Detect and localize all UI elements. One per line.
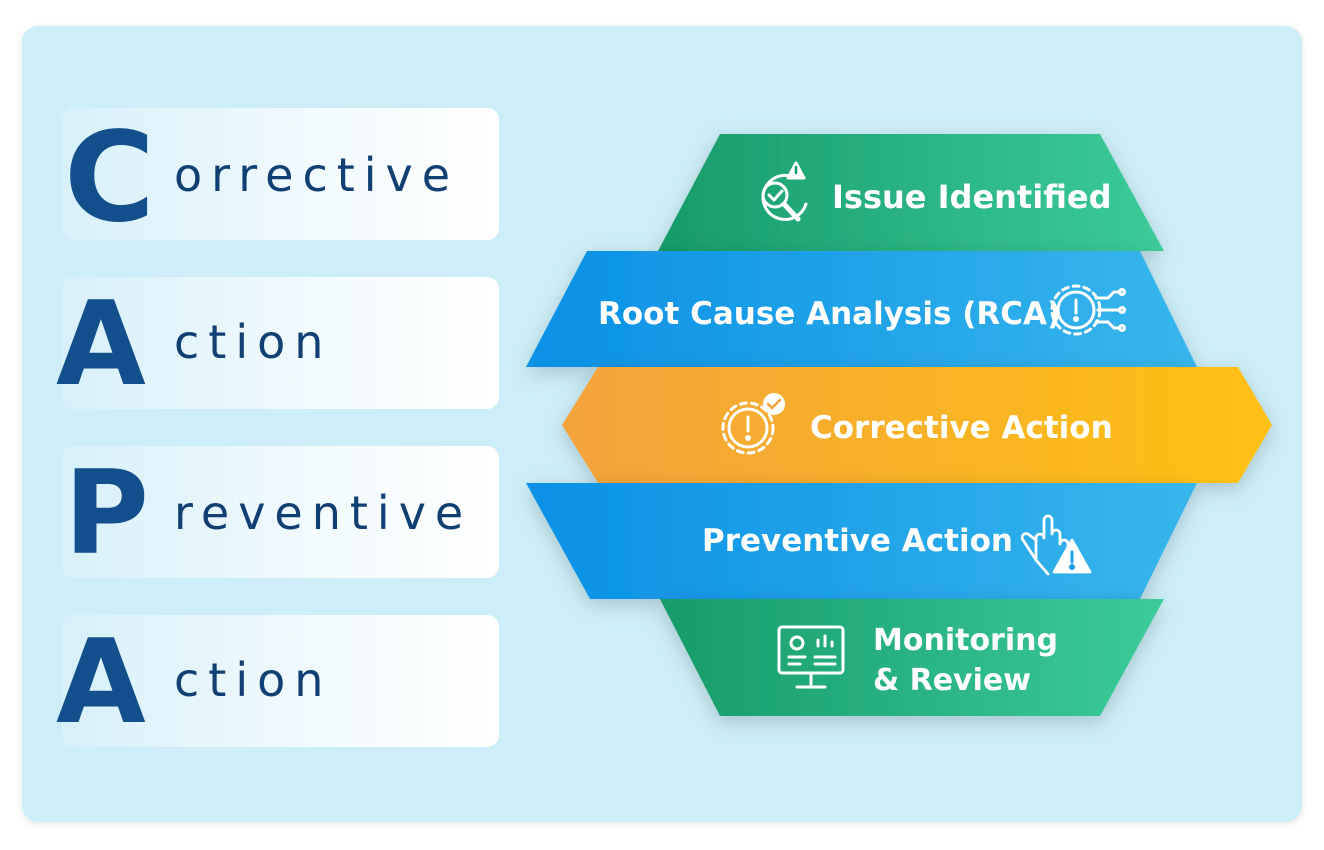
step-corrective-action-band	[562, 367, 1272, 483]
word-action-1: A ction	[56, 277, 499, 409]
step-root-cause-analysis-label: Root Cause Analysis (RCA)	[598, 296, 1061, 332]
step-root-cause-analysis: Root Cause Analysis (RCA)	[526, 251, 1197, 367]
step-corrective-action-label: Corrective Action	[810, 410, 1113, 446]
acronym-letter-a1: A	[56, 277, 146, 412]
step-preventive-action-label: Preventive Action	[702, 523, 1013, 559]
step-issue-identified-band	[658, 134, 1164, 251]
gear-circuit-alert-icon	[1050, 284, 1126, 336]
step-issue-identified-label: Issue Identified	[832, 178, 1112, 216]
step-monitoring-review: Monitoring & Review	[660, 599, 1164, 716]
stop-hand-warning-icon	[1020, 514, 1092, 576]
acronym-rest-corrective: orrective	[174, 148, 460, 202]
acronym-rest-action-2: ction	[174, 653, 333, 707]
step-issue-identified: Issue Identified	[658, 134, 1164, 251]
acronym-rest-action-1: ction	[174, 315, 333, 369]
acronym-rest-preventive: reventive	[174, 486, 473, 540]
step-corrective-action: Corrective Action	[562, 367, 1272, 483]
word-preventive: P reventive	[62, 446, 499, 578]
acronym-letter-c: C	[64, 106, 155, 250]
monitor-dashboard-icon	[777, 625, 845, 689]
step-preventive-action-band	[526, 483, 1197, 599]
gear-alert-check-icon	[721, 393, 785, 455]
step-monitoring-review-label-line2: & Review	[873, 663, 1031, 698]
step-monitoring-review-label-line1: Monitoring	[873, 623, 1058, 658]
word-action-2: A ction	[56, 615, 499, 747]
acronym-letter-a2: A	[56, 615, 146, 750]
issue-search-warning-icon	[761, 161, 808, 222]
step-preventive-action: Preventive Action	[526, 483, 1197, 599]
word-corrective: C orrective	[62, 108, 499, 240]
acronym-letter-p: P	[64, 446, 150, 581]
step-root-cause-analysis-band	[526, 251, 1197, 367]
